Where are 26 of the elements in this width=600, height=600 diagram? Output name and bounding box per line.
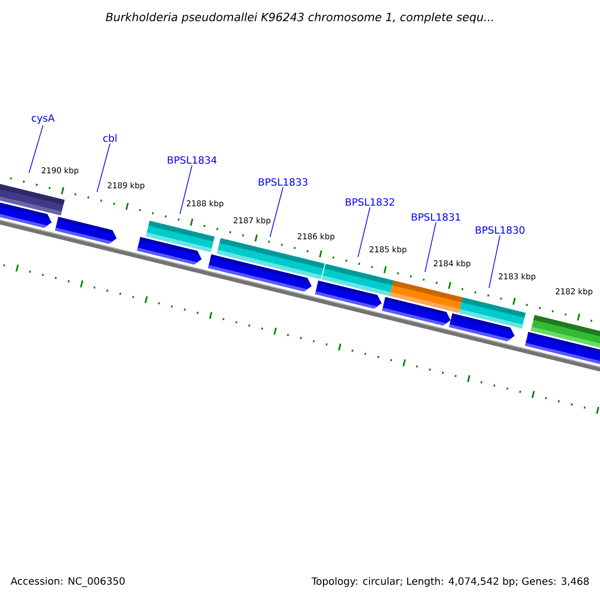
scale-label: 2186 kbp [298, 233, 334, 241]
gene-label: BPSL1831 [412, 213, 460, 221]
gene-label: BPSL1834 [168, 156, 217, 164]
leader-line [424, 222, 436, 272]
scale-label: 2187 kbp [234, 217, 270, 225]
gene-label: cbl [103, 134, 116, 142]
gene-label: BPSL1830 [476, 226, 524, 234]
scale-label: 2190 kbp [42, 167, 78, 175]
leader-line [358, 206, 370, 258]
genome-info-text: Topology: circular; Length: 4,074,542 bp; Genes: 3,468 [312, 577, 589, 587]
scale-label: 2189 kbp [108, 182, 144, 190]
leader-line [270, 186, 284, 238]
accession-text: Accession: NC_006350 [10, 577, 125, 587]
leader-line [28, 124, 44, 174]
gene-label: cysA [32, 114, 55, 124]
leader-line [180, 164, 192, 214]
gene-label: BPSL1833 [258, 178, 308, 186]
leader-line [96, 143, 110, 192]
scale-label: 2182 kbp [556, 288, 592, 296]
scale-label: 2183 kbp [498, 273, 536, 281]
scale-label: 2185 kbp [370, 246, 406, 254]
leader-line [488, 234, 500, 288]
scale-label: 2188 kbp [186, 200, 224, 208]
gene-label: BPSL1832 [346, 198, 394, 206]
title: Burkholderia pseudomallei K96243 chromosome 1, complete sequ... [106, 12, 493, 24]
scale-label: 2184 kbp [434, 260, 470, 268]
